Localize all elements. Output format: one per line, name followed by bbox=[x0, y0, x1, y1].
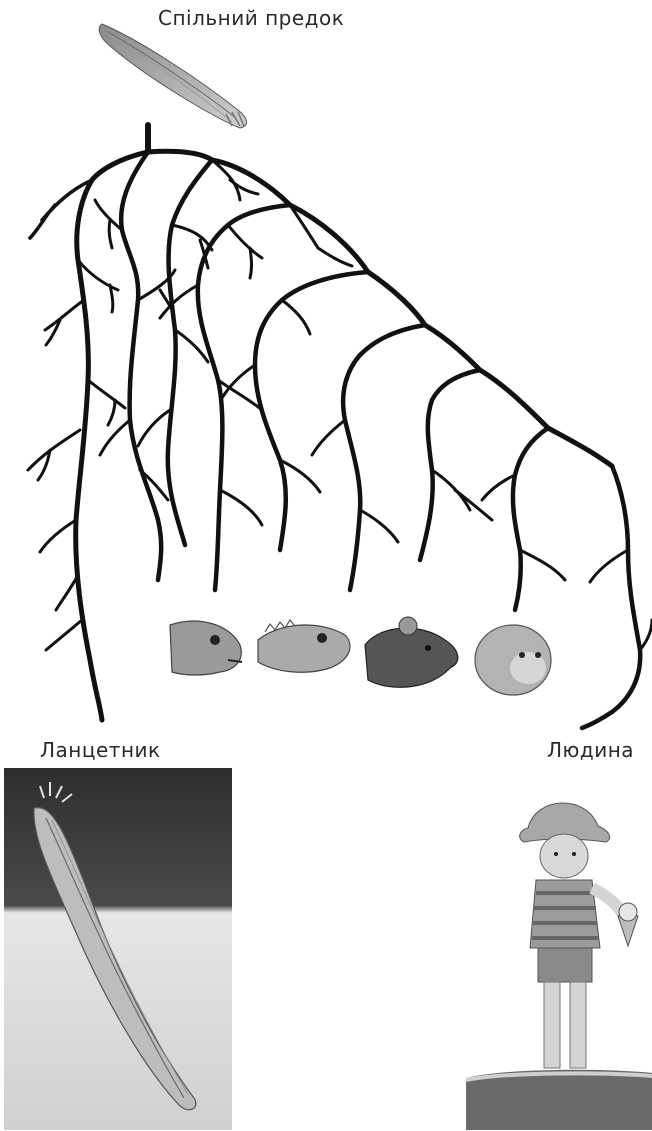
lancelet-label: Ланцетник bbox=[40, 738, 161, 762]
monkey-head-icon bbox=[475, 625, 551, 695]
lancelet-panel bbox=[4, 768, 232, 1130]
fish-head-icon bbox=[170, 621, 242, 675]
lizard-head-icon bbox=[258, 620, 350, 672]
rat-head-icon bbox=[365, 617, 458, 687]
human-panel bbox=[466, 768, 652, 1130]
human-label: Людина bbox=[547, 738, 634, 762]
lancelet-illustration-icon bbox=[4, 768, 232, 1130]
boy-illustration-icon bbox=[466, 768, 652, 1130]
